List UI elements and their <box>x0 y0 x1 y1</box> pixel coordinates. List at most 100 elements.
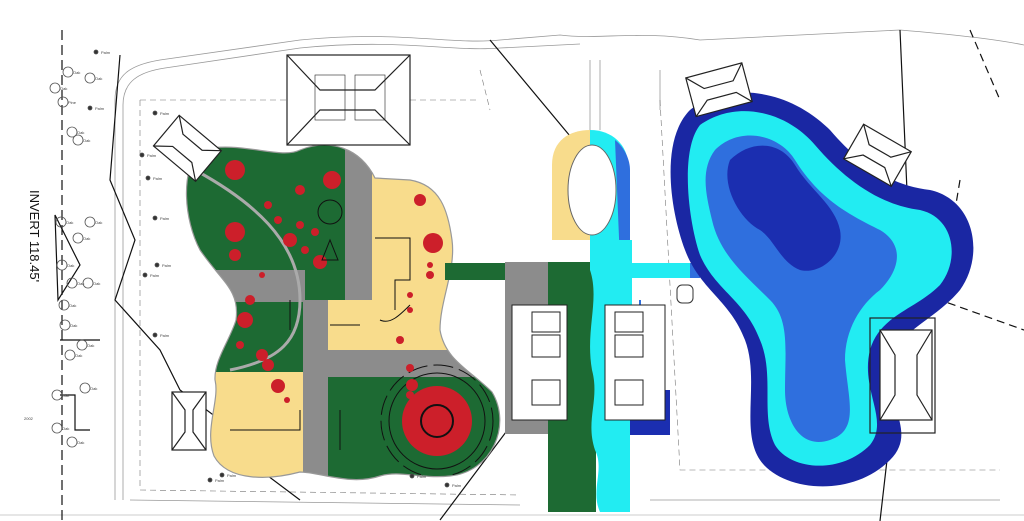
svg-text:Palm: Palm <box>95 106 105 111</box>
pavilion-pool-north <box>685 62 753 118</box>
svg-text:Oak: Oak <box>77 130 84 135</box>
svg-text:Oak: Oak <box>62 426 69 431</box>
palm-tree-icon: Palm <box>409 473 427 479</box>
svg-text:Oak: Oak <box>70 323 77 328</box>
palm-tree-icon: Palm <box>154 262 172 268</box>
svg-text:Palm: Palm <box>417 474 427 479</box>
svg-text:Oak: Oak <box>83 236 90 241</box>
oak-tree-icon: Oak <box>55 216 73 228</box>
planting-bed <box>225 222 245 242</box>
planting-bed <box>313 255 327 269</box>
planting-bed <box>423 233 443 253</box>
svg-text:Palm: Palm <box>160 216 170 221</box>
swimming-pool[interactable] <box>670 92 974 487</box>
planting-bed <box>256 349 268 361</box>
oak-tree-icon: Oak <box>49 82 67 94</box>
planting-bed <box>414 194 426 206</box>
pavilion-pool-east <box>842 123 913 188</box>
planting-bed <box>426 271 434 279</box>
palm-tree-icon: Palm <box>93 49 111 55</box>
oak-tree-icon: Oak <box>66 436 84 448</box>
planting-bed <box>407 307 413 313</box>
pavilion-pool-south <box>869 317 936 434</box>
svg-text:Oak: Oak <box>67 263 74 268</box>
playground-edge <box>185 144 501 481</box>
oak-tree-icon: Oak <box>72 232 90 244</box>
palm-tree-icon: Palm <box>139 152 157 158</box>
planting-bed <box>406 379 418 391</box>
palm-tree-icon: Palm <box>152 110 170 116</box>
pavilion-west <box>152 114 223 183</box>
palm-tree-icon: Palm <box>87 105 105 111</box>
svg-text:Palm: Palm <box>150 273 160 278</box>
planting-bed <box>225 160 245 180</box>
planting-bed <box>259 272 265 278</box>
svg-text:Oak: Oak <box>62 393 69 398</box>
planting-bed <box>406 391 414 399</box>
site-boundary <box>0 29 1024 516</box>
svg-text:Palm: Palm <box>160 333 170 338</box>
oak-tree-icon: Oak <box>84 216 102 228</box>
pavilion-north <box>286 54 411 146</box>
svg-text:Palm: Palm <box>452 483 462 488</box>
svg-text:Oak: Oak <box>95 76 102 81</box>
planting-bed <box>284 397 290 403</box>
oak-tree-icon: Oak <box>66 277 84 289</box>
planting-bed <box>274 216 282 224</box>
planting-bed <box>264 201 272 209</box>
pavilion-southwest <box>171 391 207 451</box>
pavilions <box>152 54 936 451</box>
svg-text:Oak: Oak <box>83 138 90 143</box>
svg-text:Oak: Oak <box>60 86 67 91</box>
svg-text:Oak: Oak <box>93 281 100 286</box>
svg-text:Palm: Palm <box>162 263 172 268</box>
oak-tree-icon: Oak <box>64 349 82 361</box>
walkway-green <box>445 263 510 280</box>
planting-bed <box>296 221 304 229</box>
svg-text:Oak: Oak <box>90 386 97 391</box>
palm-tree-icon: Palm <box>145 175 163 181</box>
svg-text:Palm: Palm <box>227 473 237 478</box>
svg-text:Oak: Oak <box>75 353 82 358</box>
planting-bed <box>427 262 433 268</box>
planting-bed <box>271 379 285 393</box>
palm-tree-icon: Palm <box>152 215 170 221</box>
oak-tree-icon: Oak <box>51 422 69 434</box>
svg-text:Oak: Oak <box>69 303 76 308</box>
play-structures <box>230 199 411 450</box>
svg-text:Palm: Palm <box>215 478 225 483</box>
oak-tree-icon: Oak <box>66 126 84 138</box>
note-label: 2002 <box>24 416 34 421</box>
oak-tree-icon: Oak <box>79 382 97 394</box>
oak-tree-icon: Oak <box>84 72 102 84</box>
svg-text:Oak: Oak <box>77 440 84 445</box>
planting-bed <box>236 341 244 349</box>
splash-pad-zone[interactable] <box>505 130 694 512</box>
planting-bed <box>323 171 341 189</box>
palm-tree-icon: Palm <box>207 477 225 483</box>
palm-tree-icon: Palm <box>219 472 237 478</box>
oak-tree-icon: Oak <box>76 339 94 351</box>
planting-bed <box>311 228 319 236</box>
oak-tree-icon: Oak <box>59 319 77 331</box>
planting-beds <box>225 160 443 403</box>
svg-text:Palm: Palm <box>101 50 111 55</box>
planting-bed <box>407 292 413 298</box>
svg-text:Pine: Pine <box>68 100 77 105</box>
planting-bed <box>295 185 305 195</box>
svg-text:Palm: Palm <box>153 176 163 181</box>
svg-text:Oak: Oak <box>87 343 94 348</box>
svg-text:Oak: Oak <box>77 281 84 286</box>
planting-bed <box>406 364 414 372</box>
svg-text:Palm: Palm <box>160 111 170 116</box>
svg-text:Oak: Oak <box>66 220 73 225</box>
svg-text:Oak: Oak <box>73 70 80 75</box>
palm-tree-icon: Palm <box>444 482 462 488</box>
oak-tree-icon: Oak <box>51 389 69 401</box>
drinking-fountain-icon <box>676 284 694 304</box>
palm-tree-icon: Palm <box>152 332 170 338</box>
planting-bed <box>237 312 253 328</box>
